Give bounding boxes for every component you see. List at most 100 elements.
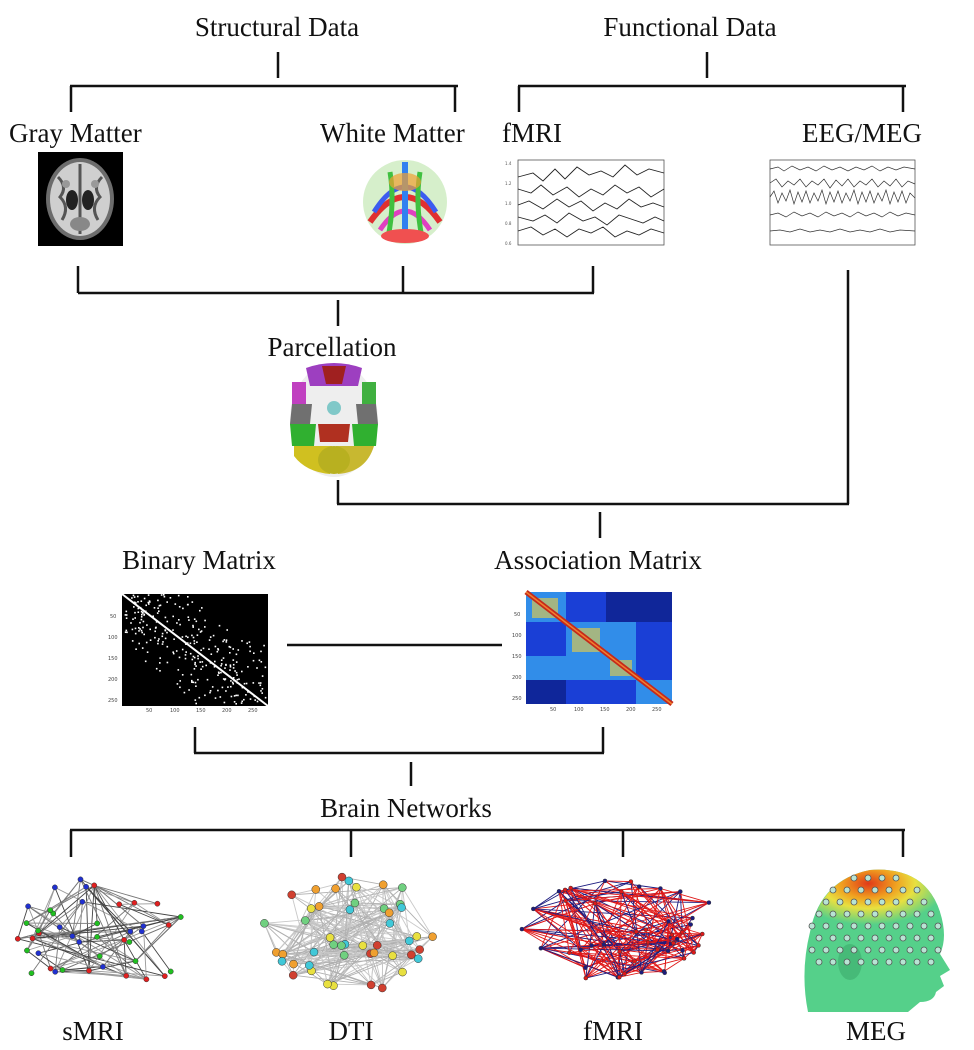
meg-sensor [808,922,816,930]
binary-matrix-cell [183,691,186,694]
meg-sensor [857,910,865,918]
network-edge [641,970,665,973]
assoc-tick-y-100: 100 [512,633,522,639]
binary-matrix-cell [230,695,233,698]
binary-matrix-cell [141,613,143,616]
binary-matrix-cell [227,686,229,688]
network-node [23,920,30,926]
network-edge [604,880,661,889]
assoc-tick-y-150: 150 [512,654,522,660]
binary-matrix-cell [243,682,246,685]
meg-sensor [892,922,900,930]
binary-matrix-cell [225,663,227,666]
network-edge [591,945,619,978]
assoc-tick-x-100: 100 [574,707,584,713]
binary-matrix-cell [164,637,167,640]
meg-sensor [864,874,872,882]
binary-matrix-cell [131,628,134,631]
binary-matrix-cell [145,604,147,607]
binary-matrix-cell [185,651,187,653]
binary-matrix-cell [134,611,136,614]
binary-matrix-cell [258,659,261,662]
binary-matrix-cell [225,639,228,641]
association-matrix-image: 50 100 150 200 250 50 100 150 200 250 [512,590,674,714]
binary-matrix-cell [159,662,161,664]
binary-matrix-cell [260,650,262,653]
meg-sensor [885,910,893,918]
binary-matrix-cell [130,622,132,624]
network-node [538,945,544,951]
meg-sensor [843,886,851,894]
binary-matrix-cell [157,607,159,609]
binary-matrix-cell [138,642,140,645]
binary-matrix-cell [194,661,196,664]
network-node [352,882,361,892]
network-node [634,929,639,934]
binary-matrix-cell [125,614,128,616]
network-node [563,898,568,903]
network-node [329,940,338,949]
meg-sensor [864,946,872,954]
binary-matrix-cell [200,649,202,651]
binary-matrix-cell [264,696,267,699]
binary-matrix-cell [197,657,199,660]
binary-matrix-cell [162,641,164,643]
binary-matrix-cell [219,696,222,698]
binary-matrix-cell [157,599,159,602]
binary-matrix-cell [246,642,248,645]
binary-matrix-cell [137,595,139,598]
eeg-meg-traces-graphic [769,159,916,246]
network-node [680,948,685,953]
meg-sensor [815,934,823,942]
network-node [691,950,696,955]
network-edge [94,884,158,905]
binary-matrix-cell [181,648,184,651]
binary-matrix-cell [149,601,151,603]
binary-matrix-cell [137,611,140,613]
smri-label: sMRI [62,1016,124,1046]
binary-matrix-cell [195,620,198,623]
network-edge [594,903,620,978]
functional-data-title: Functional Data [603,12,777,42]
binary-matrix-cell [223,701,226,704]
meg-sensor [871,934,879,942]
network-node [314,902,324,911]
binary-matrix-cell [177,669,180,671]
binary-matrix-cell [157,642,159,645]
network-edge [540,947,669,952]
network-edge [32,885,95,939]
binary-matrix-cell [197,678,199,681]
network-edge [565,891,622,902]
network-edge [32,937,127,977]
network-edge [667,924,692,952]
meg-sensor [829,934,837,942]
network-edge [310,908,328,985]
network-edge [521,900,566,930]
binary-matrix-cell [232,663,235,666]
binary-matrix-image: 50 100 150 200 250 50 100 150 200 250 [108,592,270,714]
meg-sensor [822,898,830,906]
binary-matrix-cell [245,682,248,685]
network-edge [123,939,127,976]
network-edge [281,889,317,962]
binary-matrix-cell [188,689,190,691]
network-edge [660,888,695,953]
binary-matrix-cell [176,622,178,624]
binary-matrix-cell [199,609,201,612]
binary-matrix-cell [185,635,187,638]
network-edge [659,888,673,935]
network-edge [327,955,345,985]
brain-networks-label: Brain Networks [320,793,492,823]
meg-sensor [857,934,865,942]
binary-matrix-cell [217,674,219,676]
network-edge [370,971,403,986]
network-edge [401,887,433,937]
binary-matrix-cell [140,616,143,618]
binary-matrix-cell [154,627,157,629]
structural-data-title: Structural Data [194,12,360,42]
meg-sensor [892,898,900,906]
binary-matrix-cell [188,619,190,621]
binary-matrix-cell [146,624,148,626]
assoc-tick-x-150: 150 [600,707,610,713]
network-edge [333,884,384,945]
